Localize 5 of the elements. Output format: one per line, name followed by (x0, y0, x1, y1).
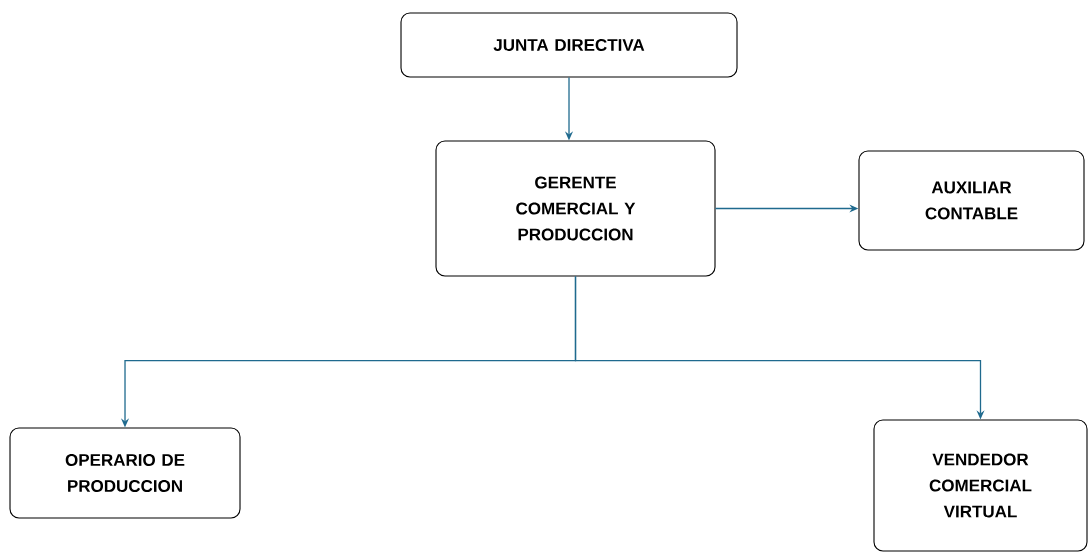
org-box: OPERARIO DE PRODUCCION (9, 427, 241, 519)
org-box: AUXILIAR CONTABLE (858, 150, 1085, 251)
org-box: VENDEDOR COMERCIAL VIRTUAL (873, 419, 1088, 552)
org-box: JUNTA DIRECTIVA (400, 12, 738, 78)
org-box: GERENTE COMERCIAL Y PRODUCCION (435, 140, 716, 277)
